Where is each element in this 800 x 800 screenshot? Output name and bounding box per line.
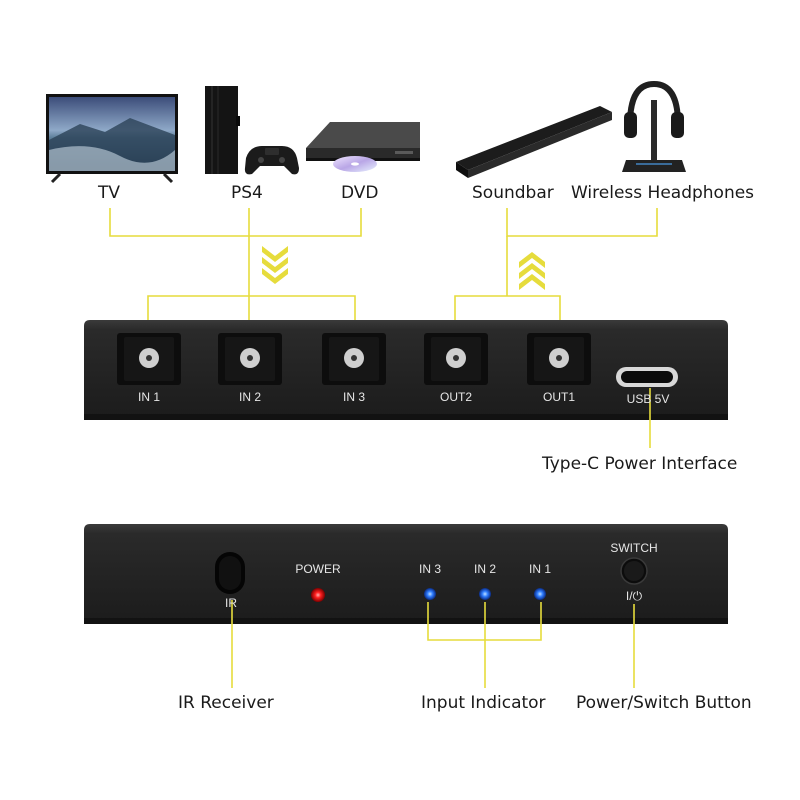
indicator-label-in1: IN 1 <box>528 562 551 576</box>
port-label-out1: OUT1 <box>542 390 575 404</box>
usb-c-port[interactable] <box>616 367 678 387</box>
power-led <box>311 588 325 602</box>
usb-port-label: USB 5V <box>626 392 670 406</box>
optical-port-in2[interactable] <box>218 333 282 385</box>
ir-window <box>215 552 245 594</box>
port-label-in3: IN 3 <box>342 390 365 404</box>
power-label: POWER <box>295 562 341 576</box>
front-leader-lines <box>231 600 635 688</box>
front-panel <box>84 524 728 624</box>
indicator-label-in3: IN 3 <box>418 562 441 576</box>
optical-port-out2[interactable] <box>424 333 488 385</box>
ir-label: IR <box>225 596 237 610</box>
output-leader-lines <box>454 208 658 334</box>
switch-label: SWITCH <box>610 541 658 555</box>
port-label-in2: IN 2 <box>238 390 261 404</box>
chevron-down-icon <box>262 246 288 284</box>
device-label-tv: TV <box>98 183 121 203</box>
dvd-player-icon <box>306 122 420 172</box>
in1-led <box>534 588 546 600</box>
indicator-label-in2: IN 2 <box>473 562 496 576</box>
switch-button-callout: Power/Switch Button <box>576 693 752 713</box>
device-label-dvd: DVD <box>341 183 379 203</box>
device-label-headphones: Wireless Headphones <box>571 183 755 203</box>
soundbar-icon <box>456 106 612 178</box>
device-label-ps4: PS4 <box>231 183 263 203</box>
in3-led <box>424 588 436 600</box>
input-indicator-callout: Input Indicator <box>421 693 546 713</box>
switch-button[interactable] <box>620 557 648 585</box>
ps4-icon <box>205 86 299 175</box>
in2-led <box>479 588 491 600</box>
type-c-callout: Type-C Power Interface <box>542 454 738 474</box>
port-label-out2: OUT2 <box>439 390 472 404</box>
optical-port-in3[interactable] <box>322 333 386 385</box>
headphones-icon <box>622 80 686 172</box>
input-leader-lines <box>109 208 362 334</box>
port-label-in1: IN 1 <box>137 390 160 404</box>
ir-receiver-callout: IR Receiver <box>178 693 274 713</box>
chevron-up-icon <box>519 252 545 290</box>
optical-port-out1[interactable] <box>527 333 591 385</box>
tv-icon <box>46 94 178 184</box>
power-symbol-icon: I/⏻ <box>625 589 643 603</box>
device-label-soundbar: Soundbar <box>472 183 554 203</box>
optical-port-in1[interactable] <box>117 333 181 385</box>
